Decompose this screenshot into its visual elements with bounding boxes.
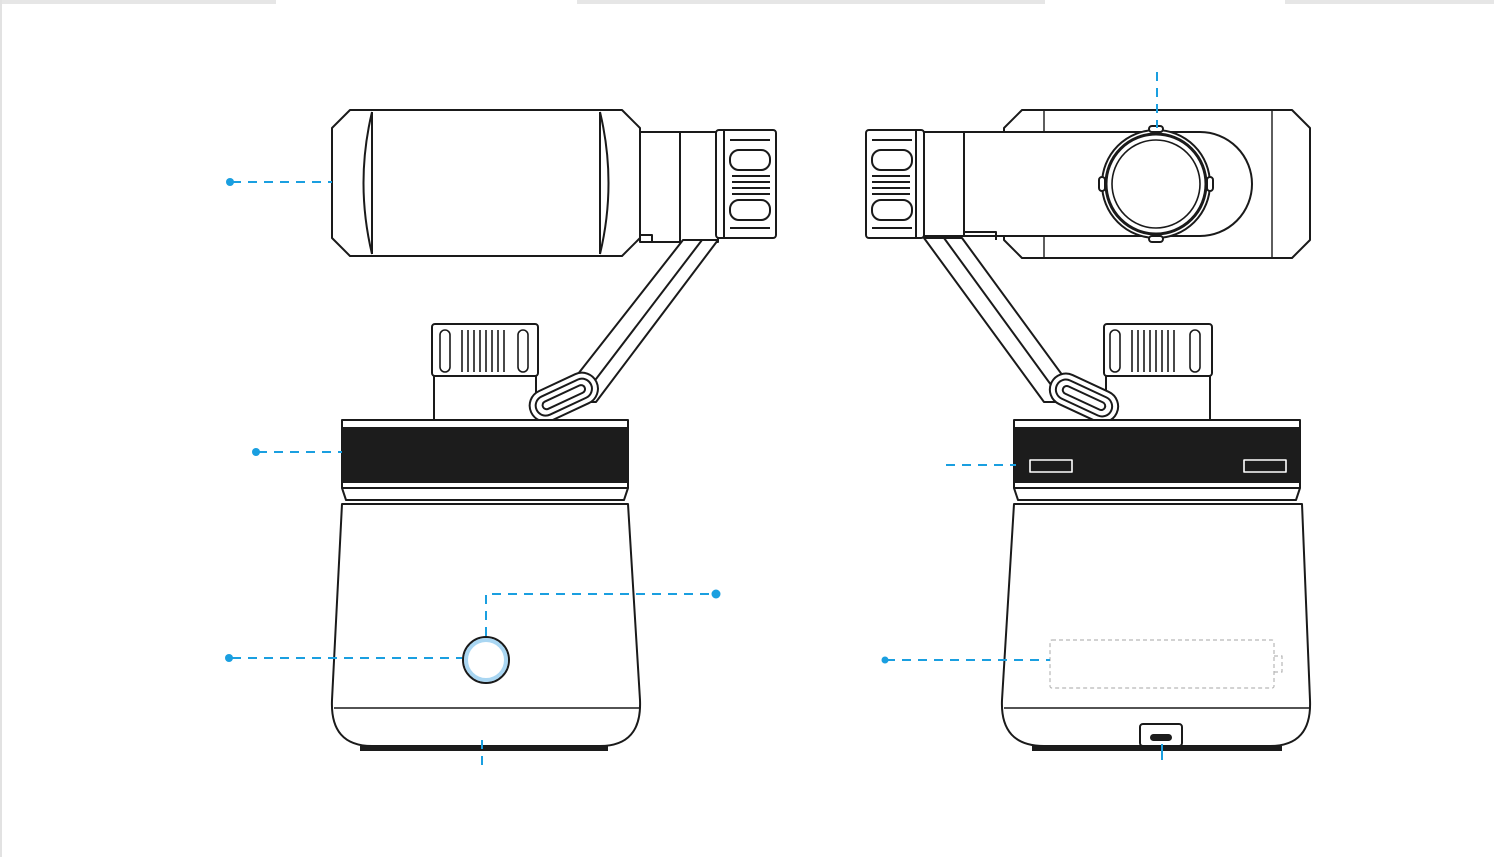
frame-edge [0,0,2,857]
mount-disc [1098,125,1214,243]
tilt-knob [715,129,777,239]
phone-clamp [331,109,719,257]
top-band-back [1013,419,1301,501]
pan-knob-back [1103,323,1213,421]
callout-dot [226,178,234,186]
power-button [462,636,510,684]
usb-c-port [1139,723,1183,747]
label-panel [1049,639,1283,689]
tilt-knob-back [865,129,925,239]
callout-dot [881,656,889,664]
tab-shape [577,0,1045,4]
front-callout-dots [225,178,721,662]
arm-hinge-back [1048,372,1120,424]
back-callout-dots [881,656,889,664]
gimbal-arm [555,239,719,403]
top-band [341,419,629,501]
back-view [865,109,1312,751]
tab-shape [0,0,276,4]
back-callouts [886,72,1163,760]
base-body-back [1000,503,1312,751]
front-callouts [232,181,716,772]
tab-shape [1285,0,1494,4]
top-tab-strip [0,0,1494,5]
callout-dot [711,589,721,599]
callout-line [485,593,716,636]
callout-dot [225,654,233,662]
arm-hinge [528,371,599,423]
usb-slot [1029,459,1073,473]
usb-slot [1243,459,1287,473]
front-view [330,109,777,751]
callout-dot [252,448,260,456]
base-body [330,503,642,751]
pan-knob [431,323,539,421]
